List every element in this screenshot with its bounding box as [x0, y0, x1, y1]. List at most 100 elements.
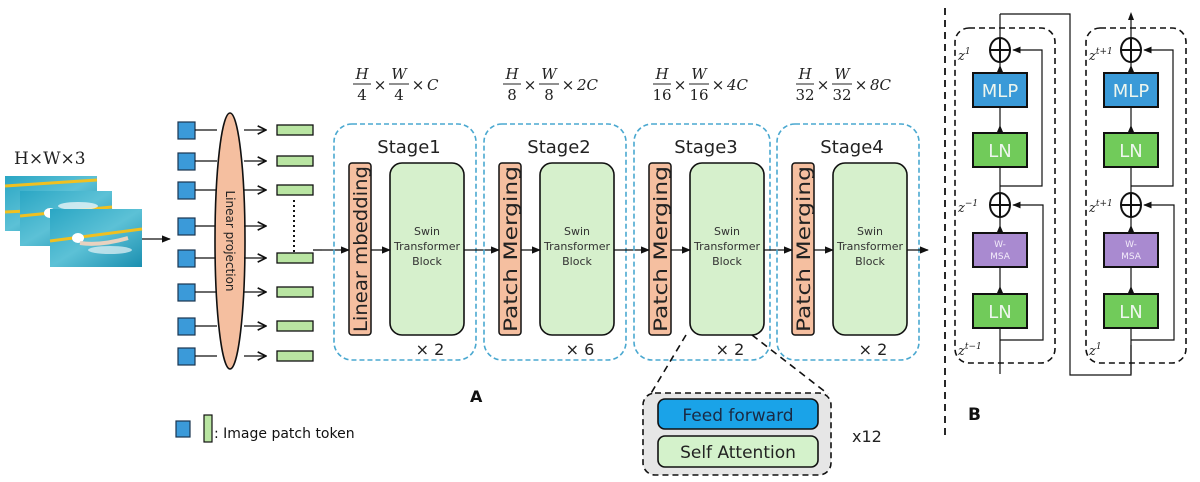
w-msa-label-line2: MSA — [1121, 252, 1142, 262]
dim-h: H — [797, 65, 812, 83]
patch-merging-label: Patch Merging — [650, 166, 672, 332]
ln-bottom-box — [1103, 293, 1159, 329]
linear-projection-shape — [214, 112, 246, 370]
repeat-count: × 2 — [859, 340, 888, 359]
z-label-superscript: 1 — [965, 47, 971, 57]
dim-w: W — [834, 65, 851, 83]
legend: : Image patch token — [175, 414, 355, 443]
dim-h-divisor: 16 — [652, 86, 671, 104]
stage-dims-formula: H32×W32×8C — [795, 65, 891, 104]
stage-border — [633, 123, 771, 361]
z-label-base: z — [1088, 201, 1096, 216]
input-image-stack — [4, 176, 143, 267]
self-attention-label: Self Attention — [680, 443, 796, 463]
ln-bottom-box — [972, 293, 1028, 329]
patch-merging-label: Linear mbedding — [350, 166, 372, 332]
ln-bottom-label: LN — [1119, 302, 1143, 323]
w-msa-box — [1103, 232, 1159, 268]
legend-token-rect — [203, 414, 213, 443]
z-label: zt+1 — [1088, 47, 1113, 64]
patch-square — [177, 347, 196, 366]
legend-patch-square — [175, 420, 191, 438]
detail-repeat-label: x12 — [852, 427, 882, 446]
zoom-line-right — [751, 334, 829, 395]
dim-h: H — [354, 65, 369, 83]
patch-squares — [177, 121, 217, 366]
w-msa-box — [972, 232, 1028, 268]
z-label: zt+1 — [1088, 199, 1113, 216]
w-msa-label-line1: W- — [994, 240, 1006, 250]
dim-w-divisor: 32 — [832, 86, 851, 104]
patch-merging-bar — [648, 162, 672, 336]
dim-w-divisor: 4 — [394, 86, 404, 104]
block-label-line1: Swin — [714, 225, 740, 238]
stage-title: Stage4 — [820, 137, 883, 158]
dim-channels: C — [427, 76, 439, 94]
flow-arrowhead — [1128, 65, 1134, 72]
token-column — [244, 124, 322, 362]
stage-dims-formula: H4×W4×C — [353, 65, 439, 104]
flow-arrowhead — [1128, 125, 1134, 132]
w-msa-label-line2: MSA — [990, 252, 1011, 262]
block-label-line2: Transformer — [543, 240, 610, 253]
flow-arrowhead — [997, 65, 1003, 72]
z-label-base: z — [957, 49, 965, 64]
z-label-superscript: t+1 — [1096, 47, 1113, 57]
dim-h-divisor: 8 — [507, 86, 517, 104]
panel-b: MLPLNW-MSALNz1z−1zt−1MLPLNW-MSALNzt+1zt+… — [954, 12, 1187, 376]
zoom-line-left — [649, 334, 687, 396]
stage-title: Stage2 — [527, 137, 590, 158]
repeat-count: × 2 — [416, 340, 445, 359]
block-detail-box: Feed forward Self Attention — [642, 392, 832, 476]
output-arrowhead — [1128, 12, 1134, 20]
linear-projection-label: Linear projection — [223, 190, 237, 291]
dim-w-divisor: 8 — [544, 86, 554, 104]
token-rect — [276, 320, 314, 332]
repeat-count: × 2 — [716, 340, 745, 359]
dim-channels: 4C — [726, 76, 749, 94]
ln-top-label: LN — [1119, 141, 1143, 162]
patch-merging-bar — [348, 162, 372, 336]
repeat-count: × 6 — [566, 340, 595, 359]
times-sign: × — [674, 76, 687, 94]
z-label: zt−1 — [957, 342, 982, 359]
patch-square — [177, 249, 196, 268]
patch-square — [177, 152, 196, 171]
patch-merging-label: Patch Merging — [500, 166, 522, 332]
stage-title: Stage3 — [674, 137, 737, 158]
z-label-superscript: t−1 — [965, 342, 982, 352]
z-label-superscript: −1 — [965, 199, 978, 209]
panel-b-label: B — [968, 405, 981, 425]
ln-top-label: LN — [988, 141, 1012, 162]
dim-h-divisor: 4 — [357, 86, 367, 104]
stage-border — [333, 123, 477, 361]
feed-forward-label: Feed forward — [682, 406, 793, 426]
times-sign: × — [712, 76, 725, 94]
times-sign: × — [524, 76, 537, 94]
self-attention-box — [657, 435, 819, 468]
ln-top-box — [972, 132, 1028, 168]
patch-square — [177, 283, 196, 302]
dim-h: H — [654, 65, 669, 83]
dim-w: W — [691, 65, 708, 83]
flow-arrowhead — [997, 125, 1003, 132]
z-label-base: z — [957, 201, 965, 216]
token-rect — [276, 124, 314, 136]
flow-arrowhead — [997, 225, 1003, 232]
token-rect — [276, 350, 314, 362]
inter-block-connection — [1000, 13, 1132, 376]
mlp-label: MLP — [1113, 81, 1150, 102]
block-label-line3: Block — [562, 255, 592, 268]
z-label: z1 — [1088, 342, 1102, 359]
dim-channels: 8C — [870, 76, 892, 94]
stage-border — [776, 123, 920, 361]
skip-connection-top — [1000, 46, 1043, 187]
block-label-line2: Transformer — [393, 240, 460, 253]
stage-title: Stage1 — [377, 137, 440, 158]
flow-arrowhead — [1128, 286, 1134, 293]
